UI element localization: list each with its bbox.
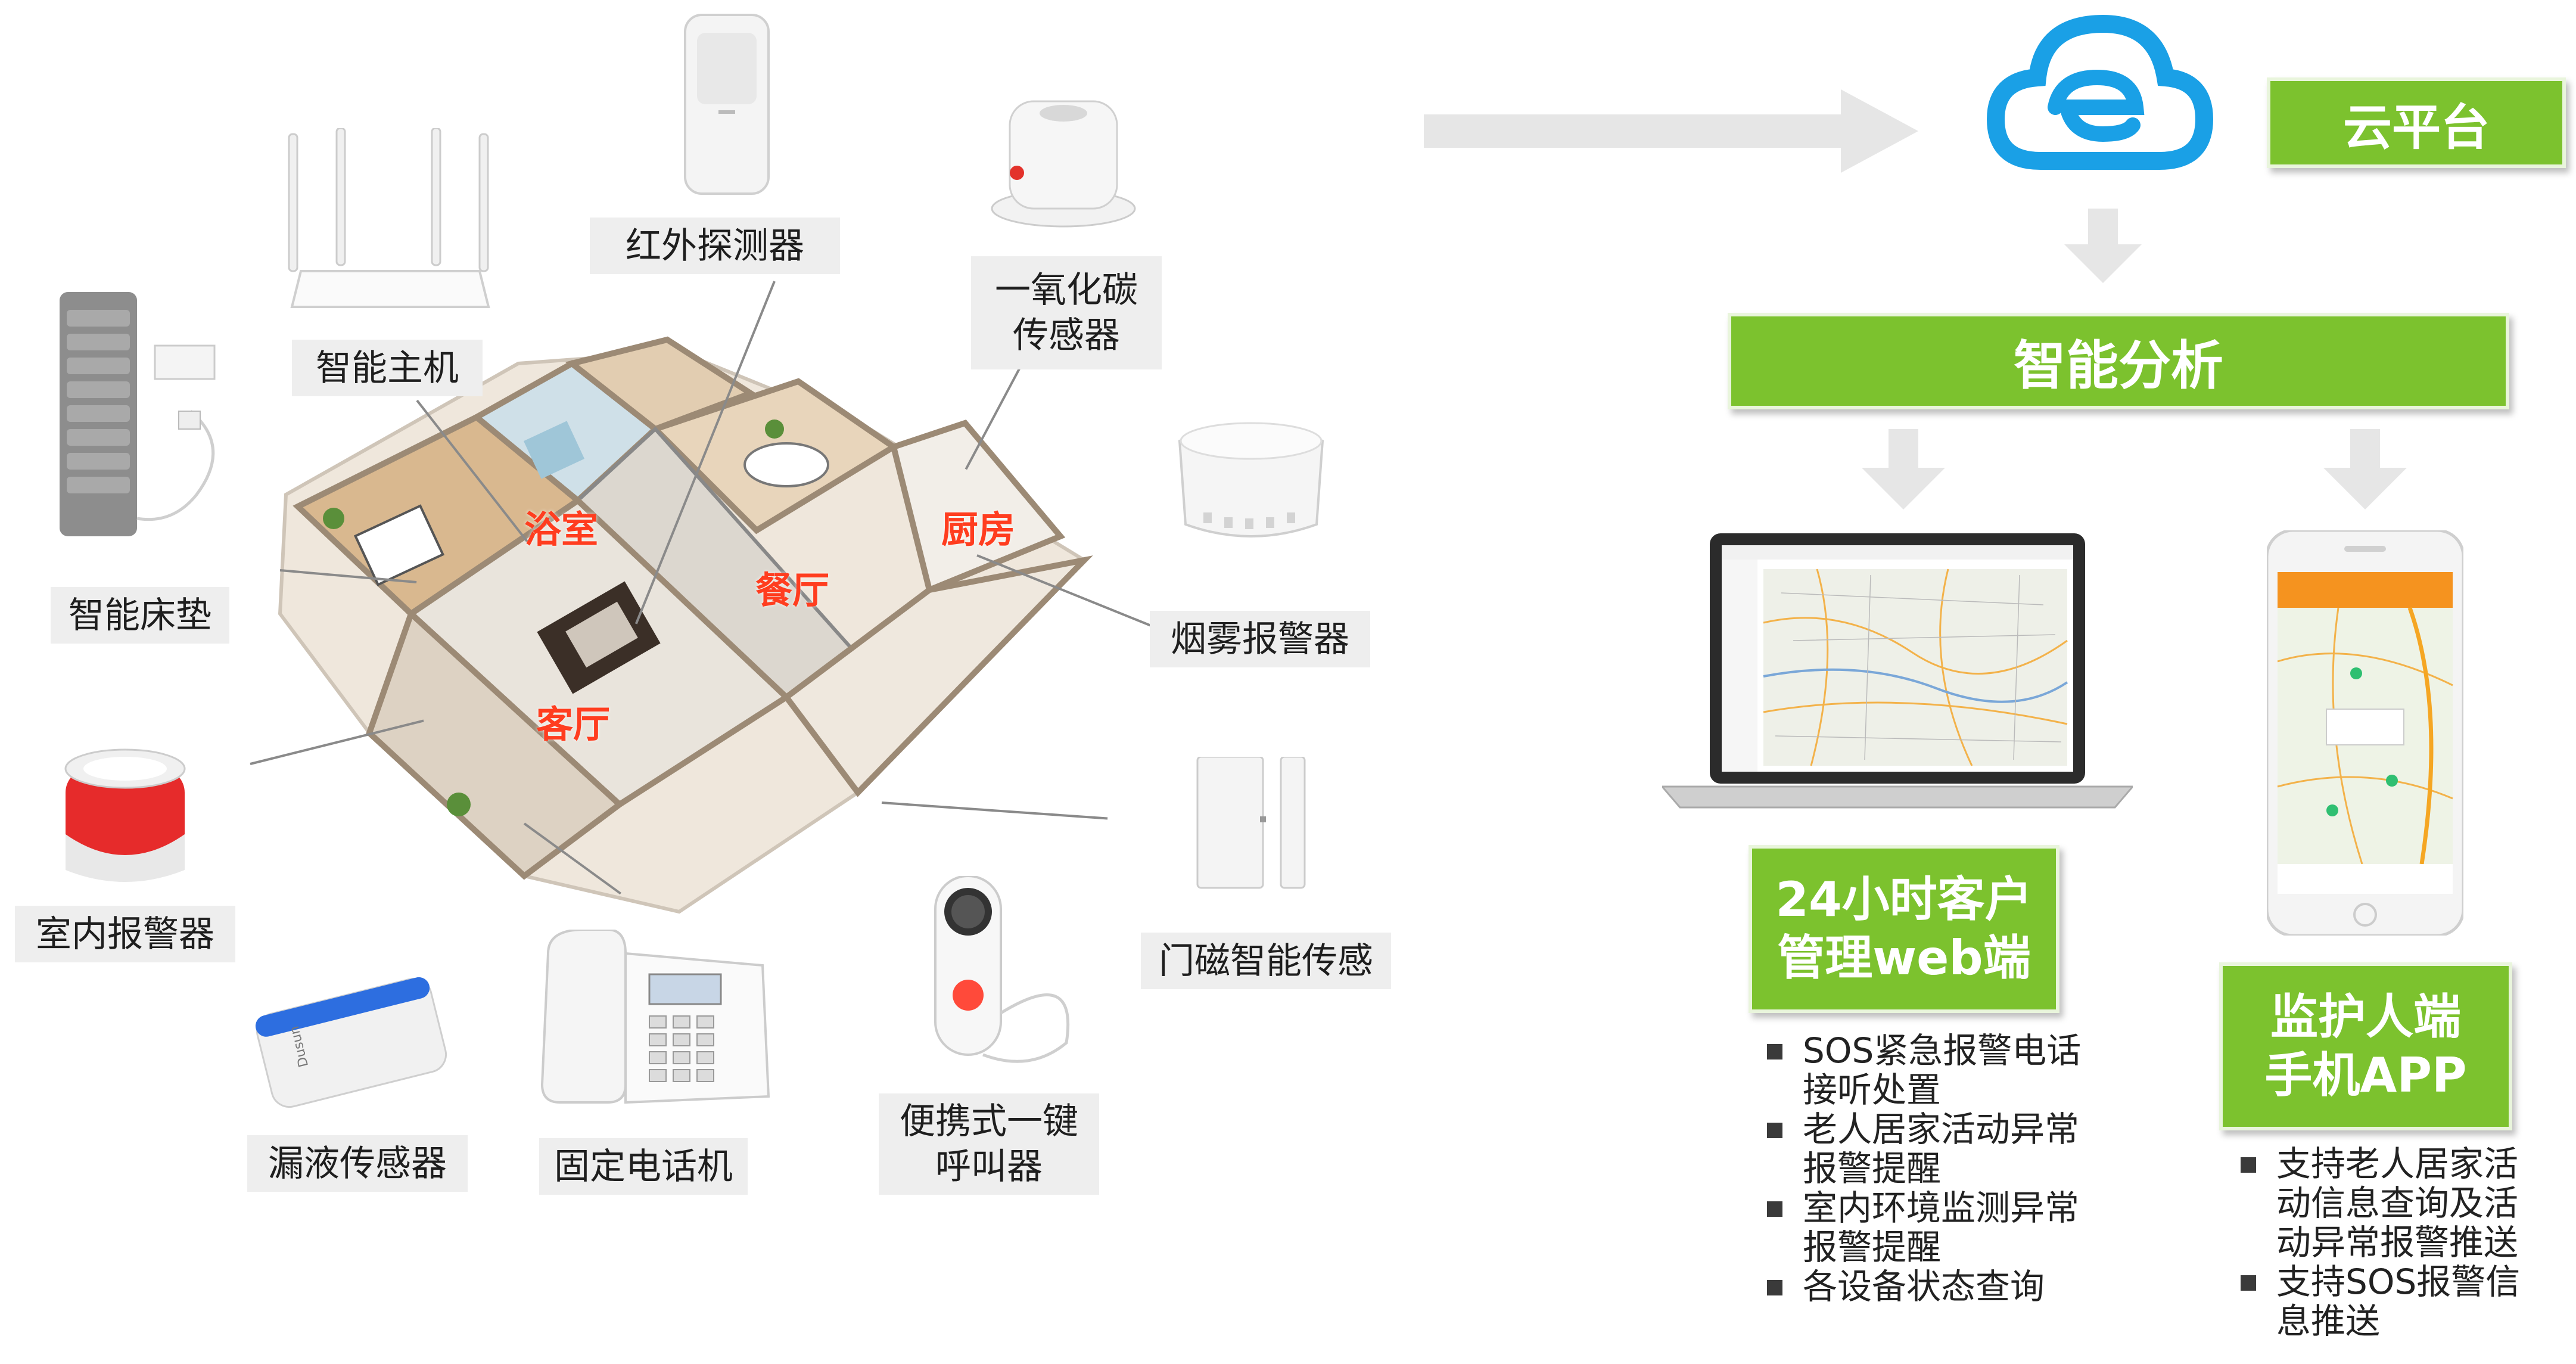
smart-analysis-box: 智能分析	[1728, 313, 2509, 409]
room-label-dining: 餐厅	[755, 568, 830, 612]
label-co-sensor: 一氧化碳 传感器	[971, 256, 1162, 369]
label-indoor-siren: 室内报警器	[15, 906, 235, 962]
arrow-down-web	[1862, 429, 1945, 509]
room-label-living: 客厅	[536, 703, 611, 746]
web-feature-item: SOS紧急报警电话 接听处置	[1763, 1031, 2121, 1110]
infrared-detector-image	[684, 14, 770, 195]
smoke-alarm-image	[1178, 422, 1324, 537]
web-feature-item: 各设备状态查询	[1763, 1267, 2121, 1306]
smartphone-app-image	[2267, 530, 2463, 936]
web-feature-item: 室内环境监测异常 报警提醒	[1763, 1188, 2121, 1267]
cloud-icon	[1986, 14, 2214, 170]
cloud-platform-box: 云平台	[2267, 77, 2566, 168]
arrow-down-app	[2323, 429, 2407, 509]
indoor-siren-image	[64, 748, 186, 882]
room-label-kitchen: 厨房	[941, 508, 1016, 551]
label-landline-phone: 固定电话机	[539, 1138, 748, 1195]
web-feature-item: 老人居家活动异常 报警提醒	[1763, 1110, 2121, 1188]
label-infrared-detector: 红外探测器	[590, 218, 840, 274]
arrow-down-analysis	[2064, 209, 2142, 283]
app-feature-item: 支持SOS报警信 息推送	[2237, 1262, 2571, 1341]
sos-pendant-image	[934, 876, 1070, 1063]
label-sos-pendant: 便携式一键 呼叫器	[879, 1093, 1099, 1195]
label-bed-pad: 智能床垫	[51, 587, 229, 644]
laptop-web-console-image	[1662, 533, 2133, 809]
landline-phone-image	[540, 930, 770, 1104]
label-gateway: 智能主机	[292, 340, 483, 396]
gateway-router-image	[288, 128, 490, 308]
room-label-bath: 浴室	[524, 508, 599, 551]
leak-sensor-image: Dusun	[255, 977, 447, 1108]
label-smoke-alarm: 烟雾报警器	[1150, 611, 1370, 667]
door-sensor-image	[1196, 757, 1306, 889]
app-feature-item: 支持老人居家活 动信息查询及活 动异常报警推送	[2237, 1144, 2571, 1262]
label-door-sensor: 门磁智能传感	[1141, 933, 1391, 989]
label-leak-sensor: 漏液传感器	[247, 1135, 468, 1192]
web-console-box: 24小时客户 管理web端	[1749, 845, 2059, 1013]
co-sensor-image	[991, 100, 1136, 228]
web-feature-list: SOS紧急报警电话 接听处置 老人居家活动异常 报警提醒 室内环境监测异常 报警…	[1763, 1031, 2121, 1306]
arrow-to-cloud	[1424, 89, 1918, 173]
guardian-app-box: 监护人端 手机APP	[2219, 962, 2512, 1130]
bed-pad-image	[60, 292, 216, 536]
app-feature-list: 支持老人居家活 动信息查询及活 动异常报警推送 支持SOS报警信 息推送	[2237, 1144, 2571, 1341]
house-floorplan	[278, 336, 1093, 914]
